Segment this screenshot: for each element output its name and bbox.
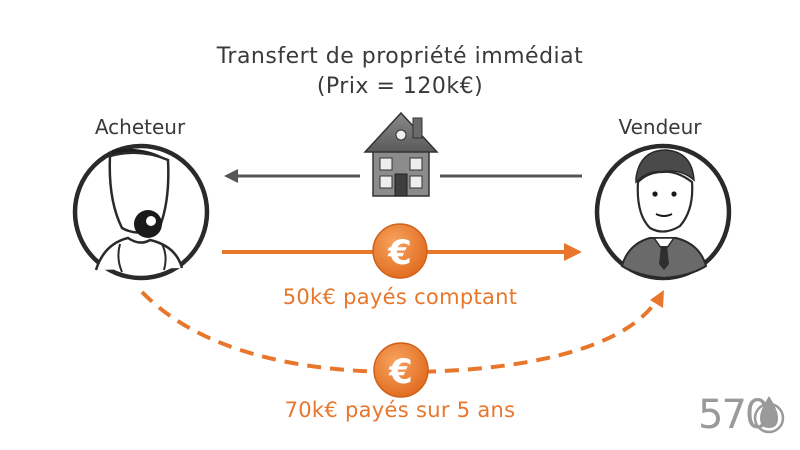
brand-text: 570 xyxy=(698,392,770,438)
seller-avatar xyxy=(594,143,732,281)
euro-coin-icon: € xyxy=(373,342,429,398)
payment-later-label: 70k€ payés sur 5 ans xyxy=(284,398,516,422)
diagram-subtitle: (Prix = 120k€) xyxy=(316,74,484,99)
brand-logo xyxy=(753,396,785,434)
buyer-label: Acheteur xyxy=(94,115,186,139)
diagram-title: Transfert de propriété immédiat xyxy=(216,44,584,69)
house-icon xyxy=(363,111,439,197)
euro-symbol: € xyxy=(388,352,413,392)
seller-label: Vendeur xyxy=(618,115,702,139)
euro-coin-icon: € xyxy=(372,223,428,279)
property-arrow xyxy=(224,169,582,183)
payment-now-label: 50k€ payés comptant xyxy=(282,285,518,309)
euro-symbol: € xyxy=(387,233,412,273)
buyer-avatar xyxy=(72,143,210,281)
